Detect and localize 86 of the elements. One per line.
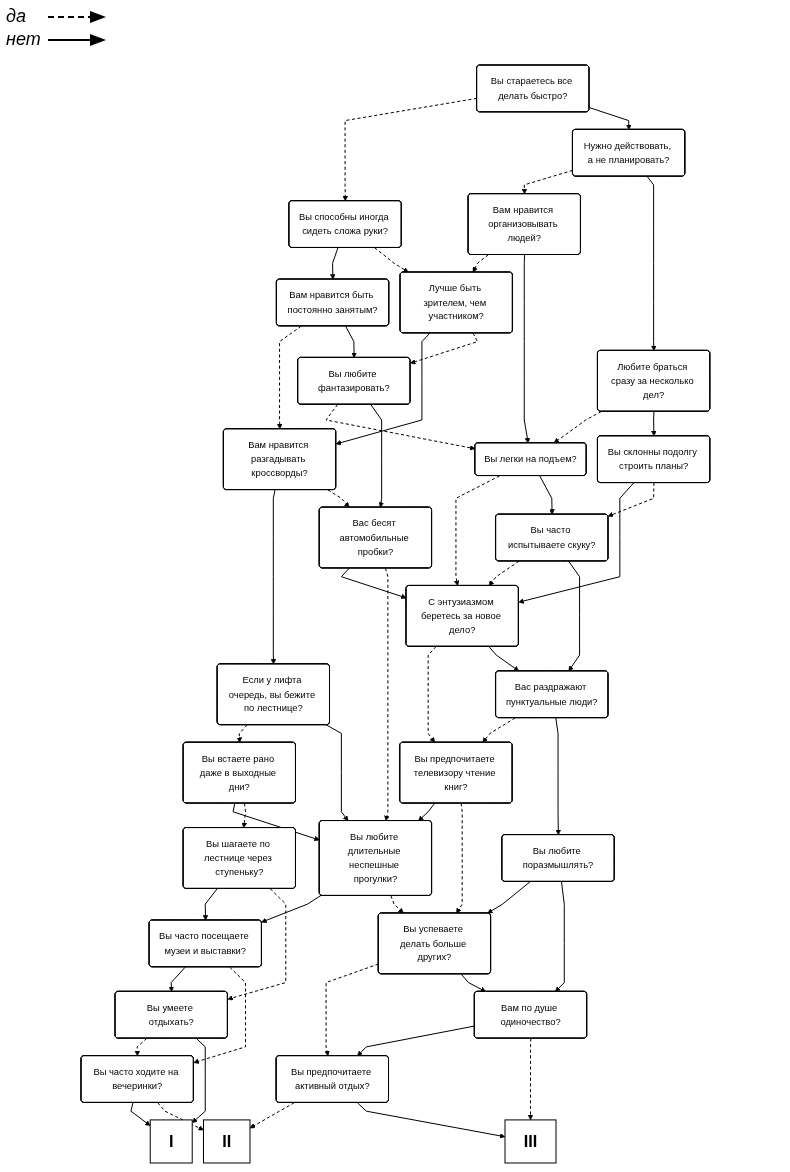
arrow	[472, 254, 489, 273]
legend-label: да	[6, 6, 27, 27]
arrow	[383, 567, 390, 822]
arrow	[488, 560, 519, 586]
question-box: Лучше быть зрителем, чем участником?	[399, 271, 513, 334]
question-box: Вы часто посещаете музеи и выставки?	[148, 919, 262, 968]
arrow	[260, 894, 322, 923]
arrow	[323, 963, 379, 1057]
arrow	[486, 881, 531, 914]
arrow	[567, 560, 580, 672]
result-box: III	[504, 1119, 557, 1164]
arrow	[650, 411, 657, 437]
question-box: Вам нравится быть постоянно занятым?	[275, 278, 389, 327]
arrow	[344, 325, 357, 358]
arrow	[327, 489, 350, 508]
arrow	[369, 404, 384, 508]
arrow	[202, 888, 218, 921]
arrow	[588, 107, 632, 130]
question-box: Вы любите фантазировать?	[296, 356, 411, 405]
arrow	[453, 475, 500, 586]
question-box: Вы часто ходите на вечеринки?	[80, 1055, 194, 1103]
result-box: I	[149, 1119, 193, 1164]
arrow	[191, 1037, 206, 1124]
arrow	[156, 1102, 204, 1131]
arrow	[409, 332, 478, 365]
arrow	[325, 404, 475, 451]
question-box: Вас раздражают пунктуальные люди?	[494, 670, 609, 719]
question-box: Вы склонны подолгу строить планы?	[596, 435, 710, 484]
arrow	[646, 175, 657, 351]
arrow	[553, 411, 602, 444]
result-box: II	[202, 1119, 251, 1164]
arrow	[518, 482, 634, 604]
question-box: Вы способны иногда сидеть сложа руки?	[287, 200, 402, 248]
question-box: Вы шагаете по лестнице через ступеньку?	[182, 827, 296, 889]
arrow	[455, 802, 463, 914]
question-box: Любите браться сразу за несколько дел?	[596, 349, 710, 412]
arrow	[342, 97, 477, 202]
question-box: Вы часто испытываете скуку?	[494, 513, 609, 562]
question-box: Нужно действовать, а не планировать?	[571, 128, 685, 177]
arrow	[482, 717, 516, 743]
arrow	[607, 482, 655, 518]
arrow	[227, 888, 286, 1001]
question-box: Вас бесят автомобильные пробки?	[318, 506, 432, 569]
question-box: Вы встаете рано даже в выходные дни?	[182, 741, 296, 804]
arrow	[270, 489, 276, 665]
arrow	[340, 567, 407, 600]
arrow	[373, 247, 409, 273]
arrow	[193, 966, 246, 1064]
question-box: Вам по душе одиночество?	[473, 990, 587, 1039]
arrow	[554, 881, 565, 992]
arrow	[538, 475, 555, 515]
question-box: Вы предпочитаете активный отдых?	[275, 1055, 389, 1103]
arrow	[335, 332, 430, 446]
legend-label: нет	[6, 29, 40, 50]
arrow	[232, 802, 320, 842]
question-box: Вы любите поразмышлять?	[500, 834, 615, 882]
question-box: Вам нравится организовывать людей?	[467, 193, 581, 255]
question-box: Вы успеваете делать больше других?	[377, 912, 491, 975]
question-box: С энтузиазмом беретесь за новое дело?	[405, 584, 519, 647]
question-box: Вы легки на подъем?	[473, 442, 587, 477]
arrow	[523, 254, 530, 444]
arrow	[527, 1037, 533, 1121]
arrow	[554, 717, 561, 836]
arrow	[325, 724, 348, 822]
arrow	[390, 895, 404, 914]
arrow	[236, 724, 248, 743]
arrow	[276, 325, 302, 430]
arrow	[134, 1037, 147, 1057]
question-box: Вам нравится разгадывать кроссворды?	[222, 428, 336, 491]
arrow	[249, 1102, 295, 1129]
arrow	[521, 169, 573, 195]
arrow	[460, 973, 486, 992]
arrow	[329, 247, 338, 280]
arrow	[356, 1102, 505, 1139]
arrow	[417, 802, 435, 822]
question-box: Вы стараетесь все делать быстро?	[475, 64, 590, 113]
arrow	[241, 802, 247, 829]
arrow	[427, 646, 437, 743]
question-box: Если у лифта очередь, вы бежите по лестнице?	[216, 663, 330, 726]
question-box: Вы любите длительные неспешные прогулки?	[318, 820, 432, 896]
arrow	[130, 1102, 151, 1126]
arrow	[168, 966, 186, 992]
question-box: Вы умеете отдыхать?	[114, 990, 228, 1039]
arrow	[356, 1025, 475, 1057]
arrow	[488, 646, 519, 672]
question-box: Вы предпочитаете телевизору чтение книг?	[398, 741, 513, 804]
